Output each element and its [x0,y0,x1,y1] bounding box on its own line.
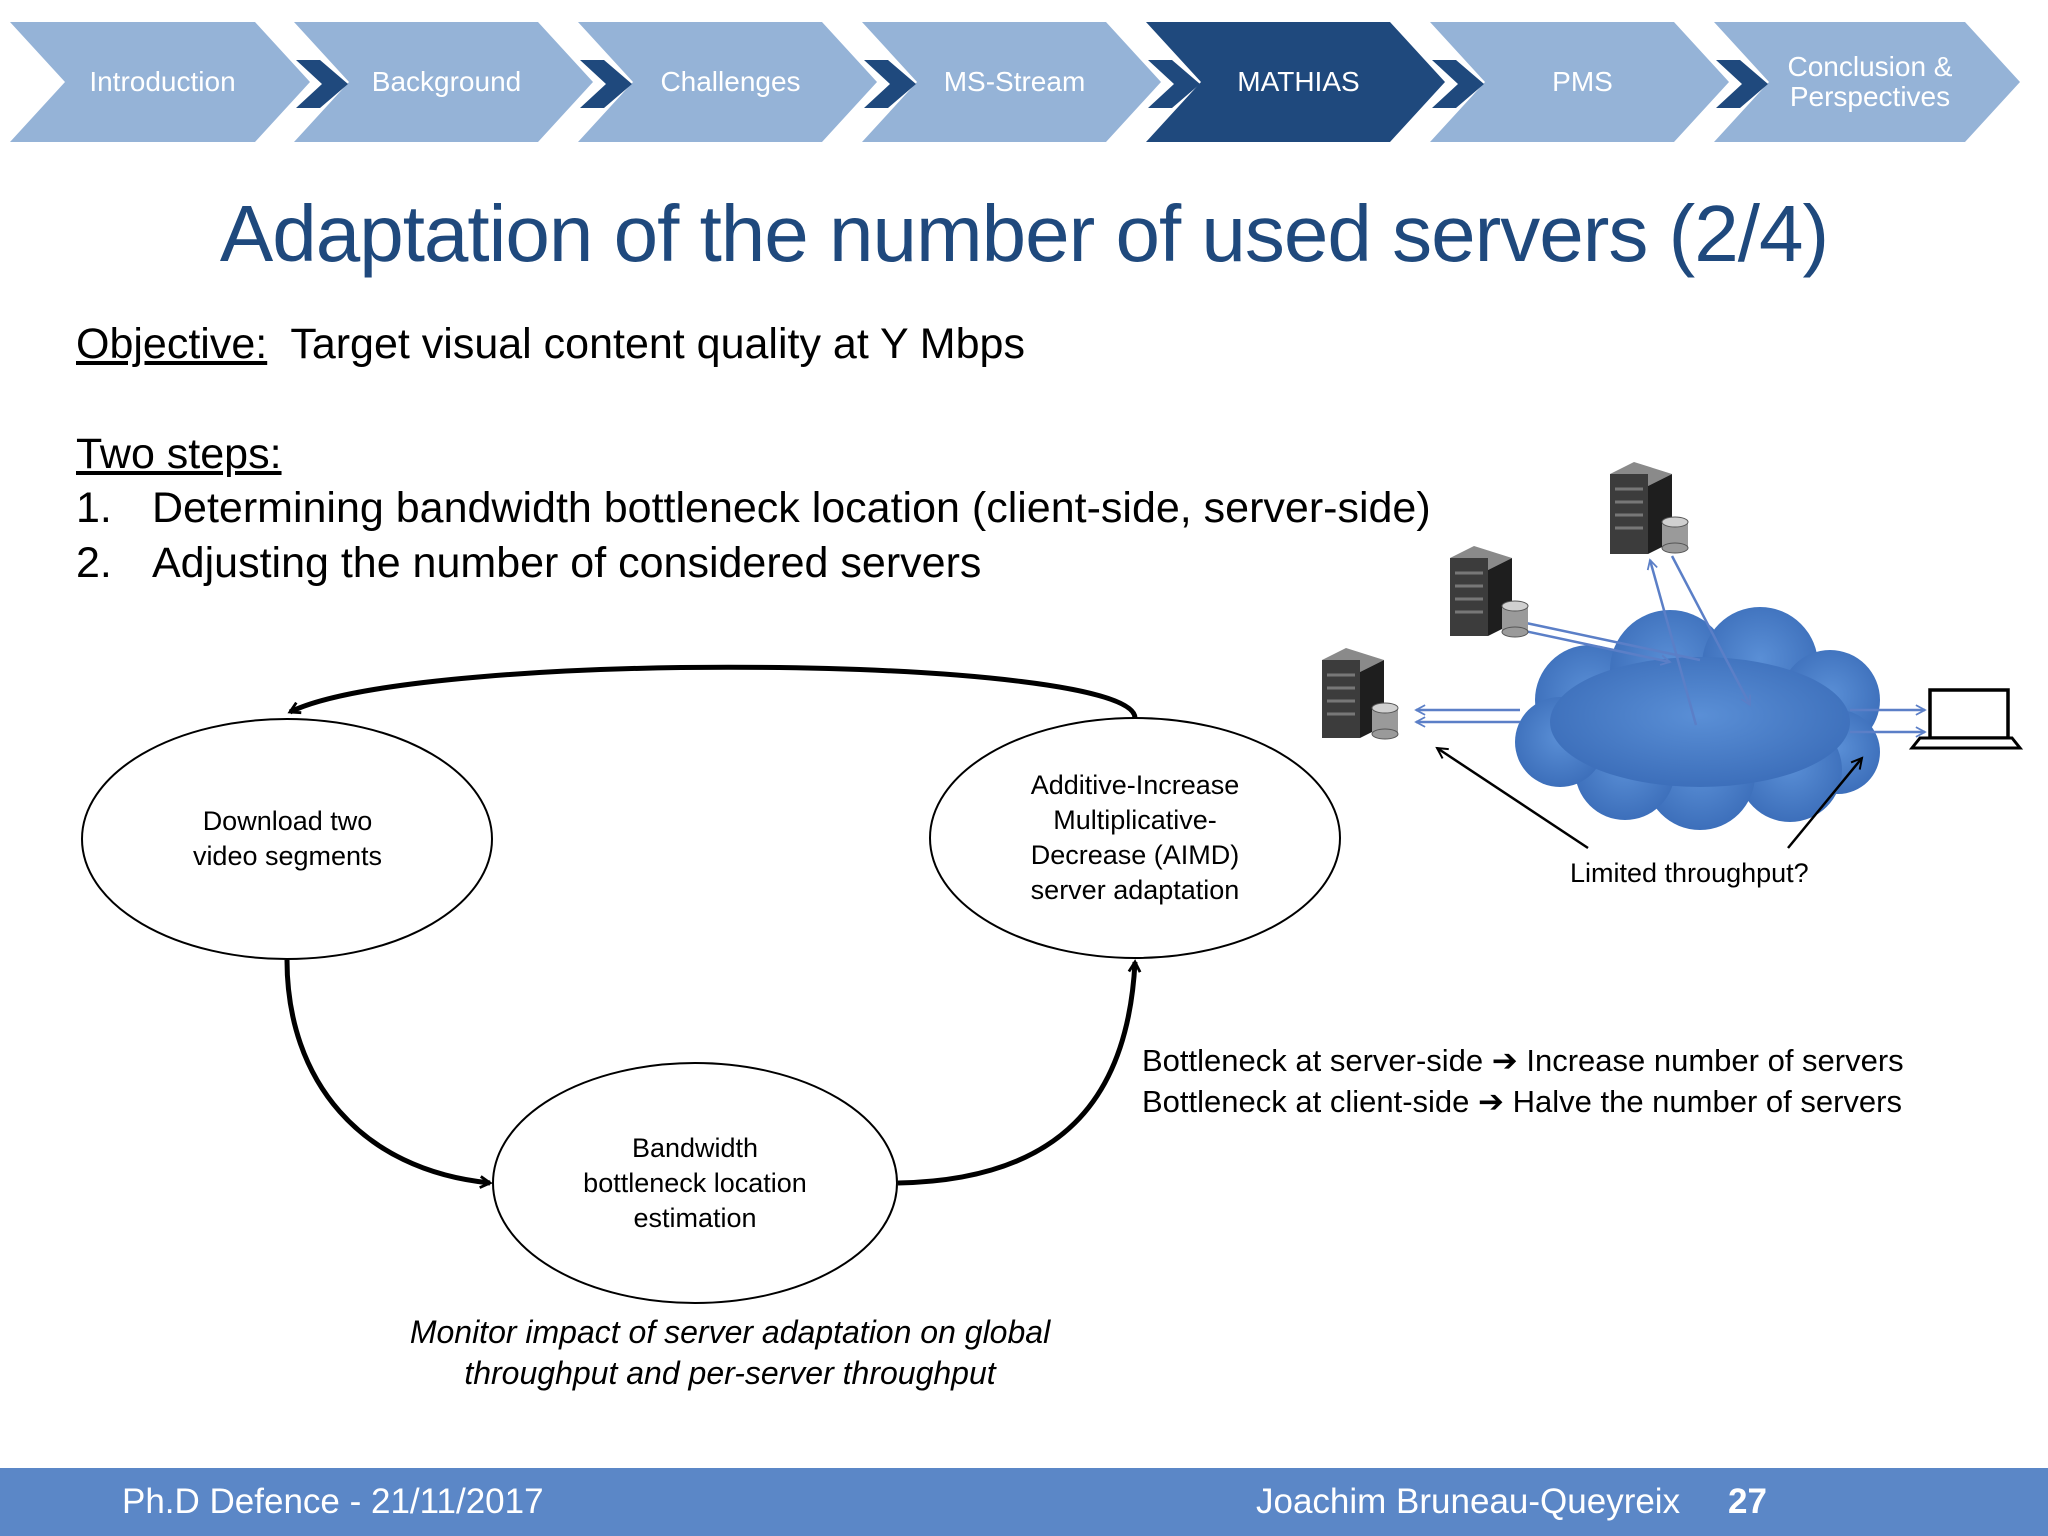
nav-label-challenges: Challenges [660,66,801,97]
pointer-arrow-right [1787,756,1864,849]
chevron-right-icon [1432,60,1484,108]
cloud-icon [1515,607,1880,830]
server-icon [1322,648,1399,740]
connection-lines [1414,555,1927,738]
chevron-right-icon [580,60,632,108]
estimation-label: Bandwidth bottleneck location estimation [583,1132,807,1233]
nav-step-mathias[interactable] [1146,22,1445,142]
nav-shapes [10,22,2020,142]
chevron-right-icon [296,60,348,108]
nav-step-challenges[interactable] [578,22,877,142]
nav-label-conclusion: Conclusion & Perspectives [1787,51,1953,112]
download-label: Download two video segments [192,806,383,871]
nav-step-ms-stream[interactable] [862,22,1161,142]
download-ellipse [81,718,493,960]
step-number: 1. [76,484,112,532]
footer-author: Joachim Bruneau-Queyreix [1256,1482,1681,1521]
estimation-ellipse [492,1062,898,1304]
nav-step-background[interactable] [294,22,593,142]
limited-throughput-label: Limited throughput? [1570,858,1809,888]
nav-label-pms: PMS [1552,66,1613,97]
footer-bar: Ph.D Defence - 21/11/2017 Joachim Brunea… [0,1468,2048,1536]
nav-label-mathias: MATHIAS [1237,66,1360,97]
rule-server-side: Bottleneck at server-side ➔ Increase num… [1142,1043,1904,1078]
server-icon [1610,462,1689,554]
step-number: 2. [76,539,112,587]
slide-title: Adaptation of the number of used servers… [219,189,1829,278]
step-text: Determining bandwidth bottleneck locatio… [152,484,1431,532]
footer-event: Ph.D Defence - 21/11/2017 [122,1482,544,1521]
arrow-aimd-to-download [290,664,1138,719]
chevron-right-icon [864,60,916,108]
navigation-bar: Introduction Background Challenges MS-St… [0,0,2048,160]
nav-label-introduction: Introduction [89,66,236,97]
laptop-icon [1908,688,2024,750]
arrow-download-to-estimation [284,959,490,1183]
page-number: 27 [1728,1482,1767,1521]
step-item: 2. Adjusting the number of considered ser… [76,539,981,588]
objective-text: Target visual content quality at Y Mbps [290,320,1025,368]
rule-client-side: Bottleneck at client-side ➔ Halve the nu… [1142,1084,1902,1119]
steps-heading: Two steps: [76,430,282,478]
pointer-arrow-left [1435,746,1589,850]
nav-chevron-icons [296,60,1768,108]
monitor-note: Monitor impact of server adaptation on g… [409,1314,1051,1391]
nav-label-background: Background [371,66,522,97]
step-item: 1. Determining bandwidth bottleneck locat… [76,484,1431,533]
objective-line: Objective: Target visual content quality… [76,320,1025,369]
step-text: Adjusting the number of considered serve… [152,539,982,587]
nav-step-introduction[interactable] [10,22,310,142]
nav-label-ms-stream: MS-Stream [943,66,1086,97]
arrow-estimation-to-aimd [897,962,1135,1186]
nav-step-conclusion[interactable] [1714,22,2020,142]
nav-step-pms[interactable] [1430,22,1729,142]
chevron-right-icon [1148,60,1200,108]
chevron-right-icon [1716,60,1768,108]
server-icon [1450,546,1529,638]
objective-label: Objective: [76,320,268,368]
aimd-label: Additive-Increase Multiplicative- Decrea… [1030,770,1240,905]
